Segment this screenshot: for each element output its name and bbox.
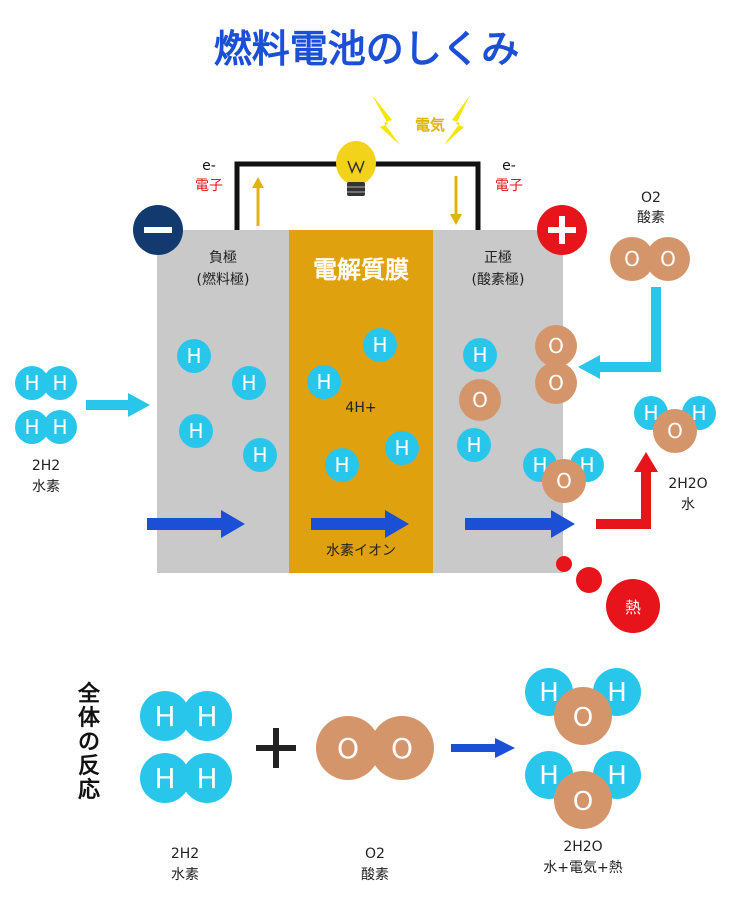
svg-text:H: H	[24, 415, 39, 439]
flow-arrow	[311, 510, 409, 538]
svg-text:H: H	[52, 415, 67, 439]
svg-text:H: H	[643, 401, 658, 425]
hydrogen-ion: H	[307, 365, 341, 399]
hydrogen-atom: H	[463, 338, 497, 372]
svg-text:O: O	[660, 247, 676, 271]
oxygen-inlet-arrow	[578, 287, 661, 379]
hydrogen-ion: H	[325, 448, 359, 482]
hydrogen-atom: H	[457, 428, 491, 462]
hydrogen-label: 水素	[32, 479, 60, 495]
reaction-oxygen-molecule: O O	[316, 716, 434, 780]
reaction-product-label: 水+電気+熱	[543, 860, 622, 876]
svg-text:H: H	[154, 700, 175, 733]
svg-text:O: O	[548, 371, 564, 395]
svg-text:H: H	[539, 678, 559, 708]
ion-label: 水素イオン	[326, 543, 396, 559]
svg-text:O: O	[472, 388, 488, 412]
plus-sign	[256, 728, 296, 768]
svg-text:O: O	[391, 732, 413, 765]
electron-label-right: 電子	[495, 178, 523, 194]
water-outlet-arrow	[596, 452, 658, 529]
electricity-label: 電気	[415, 116, 445, 134]
hydrogen-ion: H	[363, 328, 397, 362]
oxygen-atom: O	[459, 379, 501, 421]
water-output-molecule: H H O	[634, 396, 716, 453]
reaction-oxygen-label: 酸素	[361, 867, 389, 883]
flow-arrow	[147, 510, 245, 538]
cathode-sublabel: (酸素極)	[472, 272, 525, 288]
water-molecule: H H O	[523, 448, 604, 503]
reaction-arrow	[451, 738, 515, 758]
svg-text:H: H	[532, 453, 547, 477]
hydrogen-atom: H	[232, 366, 266, 400]
svg-text:H: H	[539, 761, 559, 791]
page-title: 燃料電池のしくみ	[213, 27, 520, 71]
electron-arrow-right	[450, 176, 462, 225]
water-label: 水	[681, 497, 695, 513]
svg-text:H: H	[691, 401, 706, 425]
hydrogen-inlet-arrow	[86, 393, 150, 417]
reaction-hydrogen-formula: 2H2	[171, 846, 199, 862]
hydrogen-atom: H	[177, 339, 211, 373]
svg-text:H: H	[186, 344, 201, 368]
svg-text:O: O	[667, 419, 683, 443]
svg-text:O: O	[624, 247, 640, 271]
oxygen-formula: O2	[641, 190, 661, 206]
svg-text:H: H	[196, 762, 217, 795]
reaction-heading: 全体の反応	[77, 682, 100, 803]
svg-text:H: H	[466, 433, 481, 457]
electron-label-left: 電子	[195, 178, 223, 194]
water-formula: 2H2O	[668, 476, 707, 492]
electrolyte-membrane	[289, 230, 433, 573]
flow-arrow	[465, 510, 575, 538]
reaction-hydrogen-molecules: H H H H	[140, 691, 232, 803]
plus-icon	[537, 205, 587, 255]
svg-text:H: H	[394, 436, 409, 460]
svg-text:H: H	[607, 678, 627, 708]
light-bulb-icon	[336, 141, 376, 196]
electron-arrow-left	[252, 177, 264, 226]
reaction-oxygen-formula: O2	[365, 846, 385, 862]
svg-text:H: H	[241, 371, 256, 395]
electron-symbol-right: e-	[502, 158, 516, 174]
svg-text:O: O	[556, 469, 572, 493]
electron-symbol-left: e-	[202, 158, 216, 174]
oxygen-input-molecule: O O	[610, 237, 690, 281]
svg-text:O: O	[548, 334, 564, 358]
svg-text:H: H	[334, 453, 349, 477]
svg-text:H: H	[154, 762, 175, 795]
hydrogen-formula: 2H2	[32, 458, 60, 474]
reaction-product-formula: 2H2O	[563, 839, 602, 855]
reaction-water-molecules: H H O H H O	[525, 668, 641, 829]
heat-icon: 熱	[556, 556, 660, 633]
anode-label: 負極	[209, 250, 237, 266]
anode-sublabel: (燃料極)	[197, 271, 250, 288]
hydrogen-atom: H	[243, 438, 277, 472]
svg-text:H: H	[52, 371, 67, 395]
ion-count-label: 4H+	[345, 400, 376, 416]
minus-icon	[133, 205, 183, 255]
cathode-label: 正極	[484, 250, 512, 266]
electrolyte-label: 電解質膜	[313, 256, 409, 284]
svg-text:H: H	[188, 419, 203, 443]
svg-text:H: H	[252, 443, 267, 467]
oxygen-label: 酸素	[637, 210, 665, 226]
svg-text:O: O	[573, 703, 593, 733]
svg-text:O: O	[337, 732, 359, 765]
svg-text:H: H	[316, 370, 331, 394]
hydrogen-input-molecules: H H H H	[15, 366, 77, 444]
lightning-icon	[372, 95, 470, 145]
hydrogen-ion: H	[385, 431, 419, 465]
svg-text:H: H	[196, 700, 217, 733]
heat-label: 熱	[625, 598, 641, 617]
svg-text:O: O	[573, 787, 593, 817]
svg-text:H: H	[372, 333, 387, 357]
svg-text:H: H	[472, 343, 487, 367]
reaction-hydrogen-label: 水素	[171, 867, 199, 883]
oxygen-molecule: O O	[535, 325, 577, 404]
svg-text:H: H	[607, 761, 627, 791]
svg-text:H: H	[24, 371, 39, 395]
hydrogen-atom: H	[179, 414, 213, 448]
